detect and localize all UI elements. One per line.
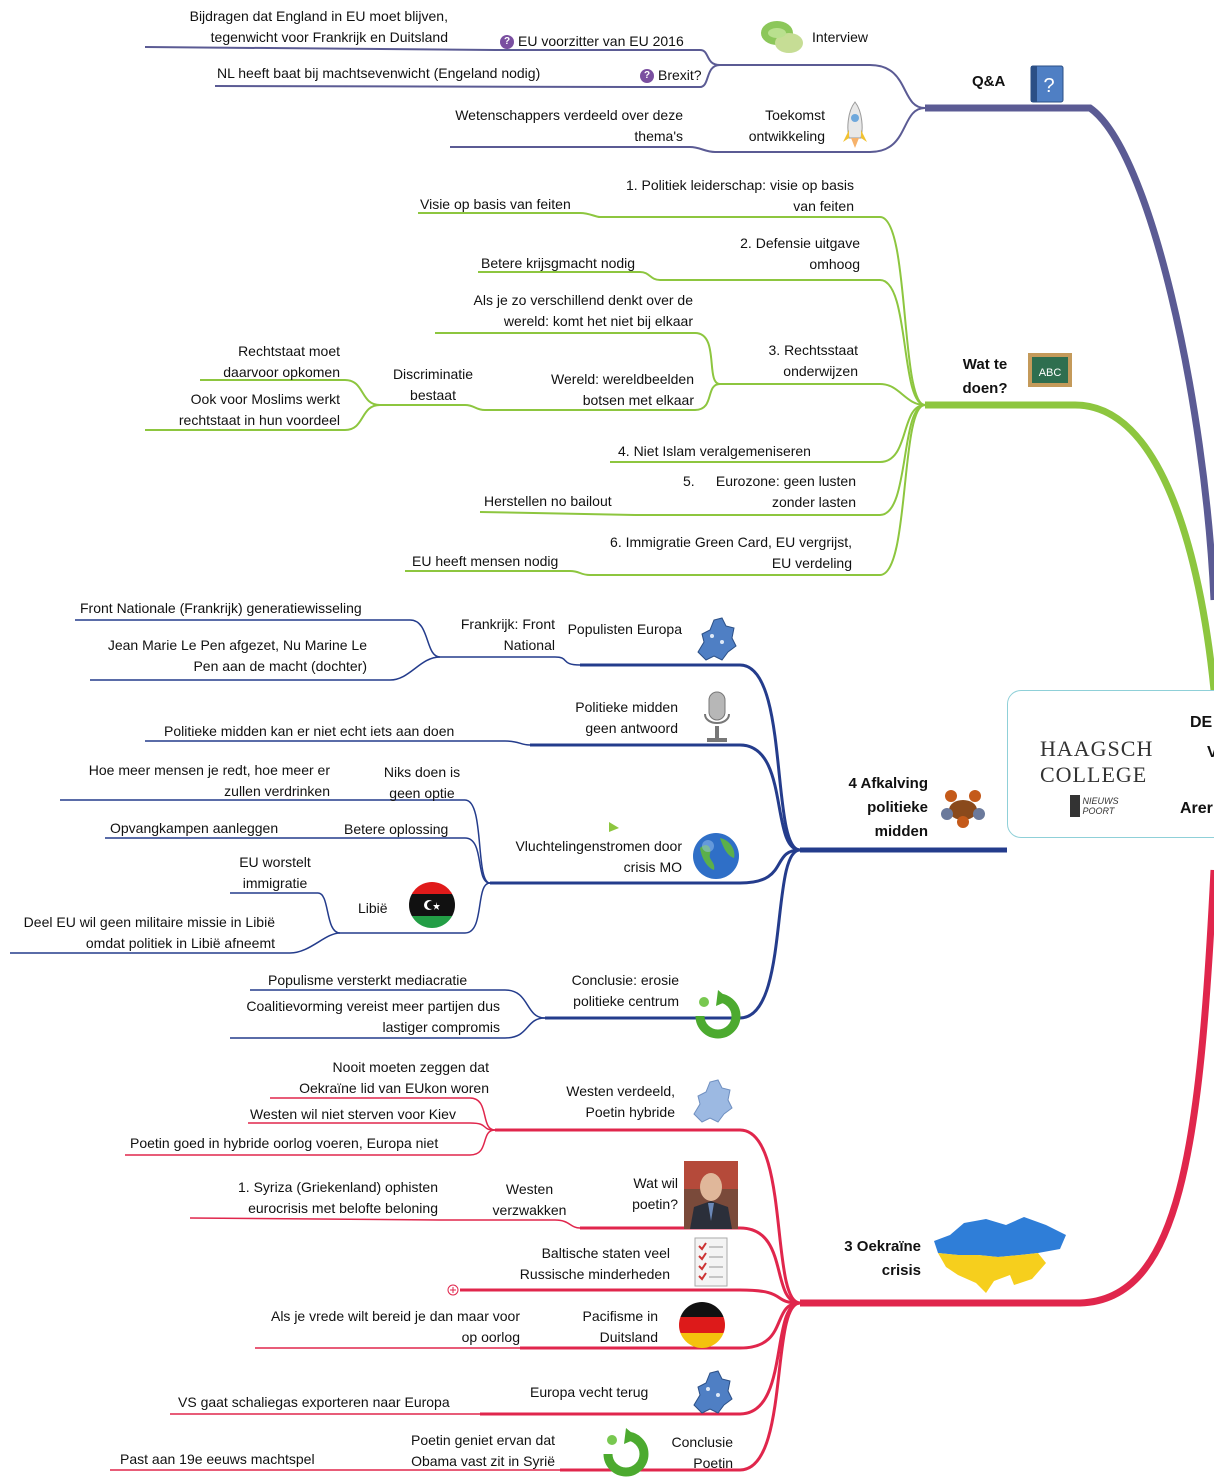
todo-topic[interactable]: Wat te doen? xyxy=(962,356,1008,397)
discrimination-note-2: Ook voor Moslims werkt rechtstaat in hun… xyxy=(178,391,340,428)
central-title-part-2: V xyxy=(1207,744,1214,761)
putin-conclusion-sub[interactable]: Poetin geniet ervan dat Obama vast zit i… xyxy=(411,1432,555,1469)
todo-item-5-note: Herstellen no bailout xyxy=(484,493,612,509)
question-icon: ? xyxy=(640,69,654,84)
todo-item-6[interactable]: 6. Immigratie Green Card, EU vergrijst, … xyxy=(610,534,852,571)
refugees-label[interactable]: Vluchtelingenstromen door crisis MO xyxy=(515,838,682,875)
west-note-2: Westen wil niet sterven voor Kiev xyxy=(250,1106,456,1122)
ukraine-map-icon xyxy=(934,1217,1066,1293)
branch-ukraine xyxy=(800,869,1214,1307)
todo-item-1-note: Visie op basis van feiten xyxy=(420,196,571,212)
future-label[interactable]: Toekomst ontwikkeling xyxy=(748,107,825,144)
eu-chair-label[interactable]: ?EU voorzitter van EU 2016 xyxy=(500,31,684,52)
todo-item-3-note: Als je zo verschillend denkt over de wer… xyxy=(473,292,693,329)
populists-note-2: Jean Marie Le Pen afgezet, Nu Marine Le … xyxy=(107,637,367,674)
cursor-marker xyxy=(609,822,619,832)
todo-item-4[interactable]: 4. Niet Islam veralgemeniseren xyxy=(618,443,811,459)
svg-text:ABC: ABC xyxy=(1039,367,1062,379)
todo-item-3[interactable]: 3. Rechtsstaat onderwijzen xyxy=(768,342,859,379)
chalkboard-icon: ABC xyxy=(1028,353,1072,387)
libya-flag-icon xyxy=(409,882,455,928)
west-note-3: Poetin goed in hybride oorlog voeren, Eu… xyxy=(130,1135,439,1151)
question-book-icon: ? xyxy=(1030,65,1064,103)
politics-conclusion-label[interactable]: Conclusie: erosie politieke centrum xyxy=(571,972,679,1009)
meeting-table-icon xyxy=(941,790,985,828)
branch-todo xyxy=(925,401,1214,691)
weaken-note: 1. Syriza (Griekenland) ophisten eurocri… xyxy=(238,1179,438,1216)
refresh-cycle-icon xyxy=(603,1428,649,1477)
france-front-national[interactable]: Frankrijk: Front National xyxy=(460,616,555,653)
branch-qa xyxy=(925,104,1214,601)
discrimination-label[interactable]: Discriminatie bestaat xyxy=(392,366,474,403)
rocket-icon xyxy=(843,101,867,148)
todo-item-1[interactable]: 1. Politiek leiderschap: visie op basis … xyxy=(625,177,854,214)
politics-conclusion-note-1: Populisme versterkt mediacratie xyxy=(268,972,468,988)
brexit-label[interactable]: ?Brexit? xyxy=(640,65,702,86)
libya-label[interactable]: Libië xyxy=(358,900,388,916)
discrimination-note-1: Rechtstaat moet daarvoor opkomen xyxy=(223,343,340,380)
central-title-part-1: DE xyxy=(1190,714,1213,731)
libya-note-2: Deel EU wil geen militaire missie in Lib… xyxy=(23,914,275,951)
putin-label[interactable]: Wat wil poetin? xyxy=(632,1175,678,1212)
central-topic[interactable] xyxy=(1007,690,1214,838)
ukraine-topic[interactable]: 3 Oekraïne crisis xyxy=(844,1238,921,1279)
better-note: Opvangkampen aanleggen xyxy=(110,820,279,836)
todo-item-2[interactable]: 2. Defensie uitgave omhoog xyxy=(740,235,860,272)
putin-conclusion-label[interactable]: Conclusie Poetin xyxy=(671,1434,733,1471)
central-title-part-3: Arer xyxy=(1180,800,1213,817)
future-note: Wetenschappers verdeeld over deze thema'… xyxy=(455,107,683,144)
germany-flag-icon xyxy=(679,1302,725,1348)
europe-map-icon xyxy=(697,617,737,661)
fight-label[interactable]: Europa vecht terug xyxy=(530,1384,649,1400)
better-label[interactable]: Betere oplossing xyxy=(344,821,449,837)
refresh-cycle-icon xyxy=(695,990,741,1039)
middle-label[interactable]: Politieke midden geen antwoord xyxy=(575,699,678,736)
libya-note-1: EU worstelt immigratie xyxy=(239,854,311,891)
germany-note: Als je vrede wilt bereid je dan maar voo… xyxy=(270,1308,520,1345)
interview-chat-icon xyxy=(761,21,803,53)
question-icon: ? xyxy=(500,35,514,50)
fight-note: VS gaat schaliegas exporteren naar Europ… xyxy=(178,1394,450,1410)
europe-map-faded-icon xyxy=(693,1079,733,1123)
checklist-icon xyxy=(694,1237,728,1287)
politics-topic[interactable]: 4 Afkalving politieke midden xyxy=(848,775,928,840)
weaken-label[interactable]: Westen verzwakken xyxy=(492,1181,567,1218)
baltic-label[interactable]: Baltische staten veel Russische minderhe… xyxy=(519,1245,670,1282)
svg-text:?: ? xyxy=(1043,75,1054,97)
west-label[interactable]: Westen verdeeld, Poetin hybride xyxy=(566,1083,675,1120)
brexit-note: NL heeft baat bij machtsevenwicht (Engel… xyxy=(217,65,541,81)
populists-label[interactable]: Populisten Europa xyxy=(567,621,682,637)
todo-item-6-note: EU heeft mensen nodig xyxy=(412,553,559,569)
haagsch-college-logo: HAAGSCH COLLEGE xyxy=(1040,736,1154,787)
todo-item-5[interactable]: Eurozone: geen lusten zonder lasten xyxy=(715,473,856,510)
europe-map-icon xyxy=(693,1370,733,1414)
nothing-label[interactable]: Niks doen is geen optie xyxy=(383,764,461,801)
middle-note: Politieke midden kan er niet echt iets a… xyxy=(164,723,455,739)
west-note-1: Nooit moeten zeggen dat Oekraïne lid van… xyxy=(299,1059,489,1096)
germany-label[interactable]: Pacifisme in Duitsland xyxy=(582,1308,658,1345)
todo-item-3-world[interactable]: Wereld: wereldbeelden botsen met elkaar xyxy=(551,371,694,408)
nieuwspoort-logo: NIEUWS POORT xyxy=(1070,795,1119,817)
todo-item-5-number: 5. xyxy=(683,473,695,489)
nothing-note: Hoe meer mensen je redt, hoe meer er zul… xyxy=(88,762,330,799)
populists-note-1: Front Nationale (Frankrijk) generatiewis… xyxy=(80,600,362,616)
globe-icon xyxy=(693,833,739,879)
putin-conclusion-note: Past aan 19e eeuws machtspel xyxy=(120,1451,315,1467)
todo-item-2-note: Betere krijsgmacht nodig xyxy=(481,255,636,271)
interview-label[interactable]: Interview xyxy=(812,29,869,45)
qa-topic[interactable]: Q&A xyxy=(972,73,1006,90)
microphone-icon xyxy=(704,691,730,742)
putin-photo xyxy=(684,1161,738,1229)
politics-conclusion-note-2: Coalitievorming vereist meer partijen du… xyxy=(246,998,500,1035)
eu-chair-note: Bijdragen dat England in EU moet blijven… xyxy=(189,8,448,45)
